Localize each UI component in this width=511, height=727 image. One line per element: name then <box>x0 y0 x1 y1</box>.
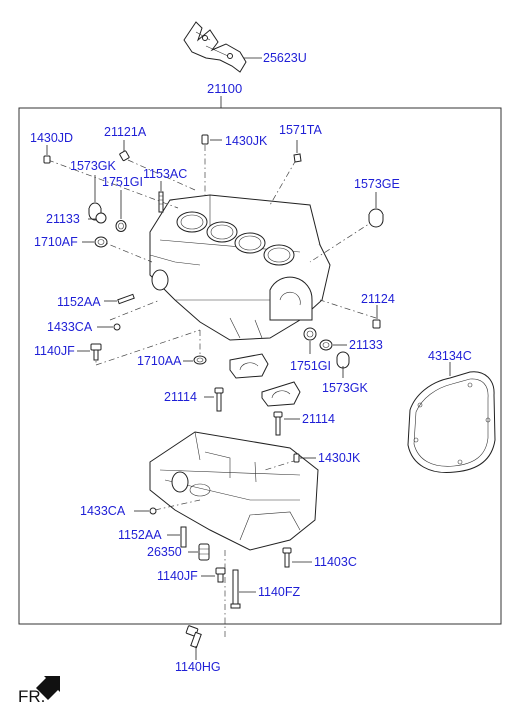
bolt-11403C-part[interactable] <box>282 547 292 568</box>
plug-1433CA-top-part[interactable] <box>113 323 121 331</box>
part-label-1710AF[interactable]: 1710AF <box>34 235 78 249</box>
part-label-21124[interactable]: 21124 <box>361 292 395 306</box>
part-label-1433CA-bottom[interactable]: 1433CA <box>80 504 126 518</box>
bolt-1140JF-top-part[interactable] <box>90 343 102 361</box>
part-label-21133-right[interactable]: 21133 <box>349 338 383 352</box>
plug-1430JK-top-part[interactable] <box>201 134 209 145</box>
part-label-1751GI-right[interactable]: 1751GI <box>290 359 331 373</box>
part-label-1140JF-bottom[interactable]: 1140JF <box>157 569 198 583</box>
stud-1153AC-part[interactable] <box>158 191 164 213</box>
part-label-1430JK-bottom[interactable]: 1430JK <box>318 451 361 465</box>
front-direction-label: FR. <box>18 687 45 706</box>
plug-1430JK-bottom-part[interactable] <box>293 453 300 463</box>
part-label-1153AC[interactable]: 1153AC <box>143 167 187 181</box>
bolt-1152AA-bottom-part[interactable] <box>180 526 187 548</box>
bearing-cap-left-part[interactable] <box>229 353 269 379</box>
part-label-11403C[interactable]: 11403C <box>314 555 357 569</box>
part-label-43134C[interactable]: 43134C <box>428 349 472 363</box>
bolt-1140JF-bottom-part[interactable] <box>215 567 226 583</box>
bearing-cap-right-part[interactable] <box>261 381 301 407</box>
bearing-21133-right-part[interactable] <box>319 339 333 351</box>
cover-gasket-43134C-part[interactable] <box>407 371 496 474</box>
part-label-1433CA-top[interactable]: 1433CA <box>47 320 93 334</box>
part-label-1710AA[interactable]: 1710AA <box>137 354 182 368</box>
part-label-1152AA-top[interactable]: 1152AA <box>57 295 101 309</box>
pin-1571TA-part[interactable] <box>293 153 302 163</box>
part-label-21121A[interactable]: 21121A <box>104 125 147 139</box>
bolt-21114-left-part[interactable] <box>214 387 224 412</box>
front-direction-arrow-icon <box>36 676 60 700</box>
part-label-1140HG[interactable]: 1140HG <box>175 660 221 674</box>
part-label-1140JF-top[interactable]: 1140JF <box>34 344 75 358</box>
part-label-1571TA[interactable]: 1571TA <box>279 123 323 137</box>
pin-21124-part[interactable] <box>372 319 381 329</box>
plug-1573GE-part[interactable] <box>368 208 384 228</box>
part-label-1140FZ[interactable]: 1140FZ <box>258 585 301 599</box>
assembly-number-label[interactable]: 21100 <box>207 81 242 96</box>
part-label-21133-left[interactable]: 21133 <box>46 212 80 226</box>
part-label-1430JK-top[interactable]: 1430JK <box>225 134 268 148</box>
filter-26350-part[interactable] <box>198 543 210 561</box>
part-label-1751GI-left[interactable]: 1751GI <box>102 175 143 189</box>
part-label-21114-left[interactable]: 21114 <box>164 390 197 404</box>
part-label-1430JD[interactable]: 1430JD <box>30 131 73 145</box>
part-label-25623U[interactable]: 25623U <box>263 51 307 65</box>
lower-crankcase-part[interactable] <box>149 431 319 551</box>
plug-1573GK-right-part[interactable] <box>336 351 350 369</box>
bolt-21114-right-part[interactable] <box>273 411 283 436</box>
bolt-1140FZ-part[interactable] <box>230 569 241 609</box>
plug-1430JD-part[interactable] <box>43 155 51 164</box>
plug-1433CA-bottom-part[interactable] <box>149 507 157 515</box>
part-label-21114-right[interactable]: 21114 <box>302 412 335 426</box>
part-label-1573GK-left[interactable]: 1573GK <box>70 159 117 173</box>
part-label-1573GE[interactable]: 1573GE <box>354 177 400 191</box>
pin-21121A-part[interactable] <box>119 150 130 162</box>
bolt-1152AA-top-part[interactable] <box>117 293 135 305</box>
part-label-1152AA-bottom[interactable]: 1152AA <box>118 528 162 542</box>
water-pipe-gasket-part[interactable] <box>183 21 247 73</box>
ring-1751GI-left-part[interactable] <box>115 220 127 232</box>
seal-1710AF-part[interactable] <box>94 236 108 248</box>
part-label-26350[interactable]: 26350 <box>147 545 182 559</box>
ring-1751GI-right-part[interactable] <box>303 327 317 341</box>
cylinder-block-part[interactable] <box>149 194 331 341</box>
bearing-21133-left-part[interactable] <box>95 212 107 224</box>
assembly-frame <box>18 107 502 625</box>
seal-1710AA-part[interactable] <box>193 355 207 365</box>
bolt-1140HG-part[interactable] <box>185 625 202 649</box>
part-label-1573GK-right[interactable]: 1573GK <box>322 381 369 395</box>
